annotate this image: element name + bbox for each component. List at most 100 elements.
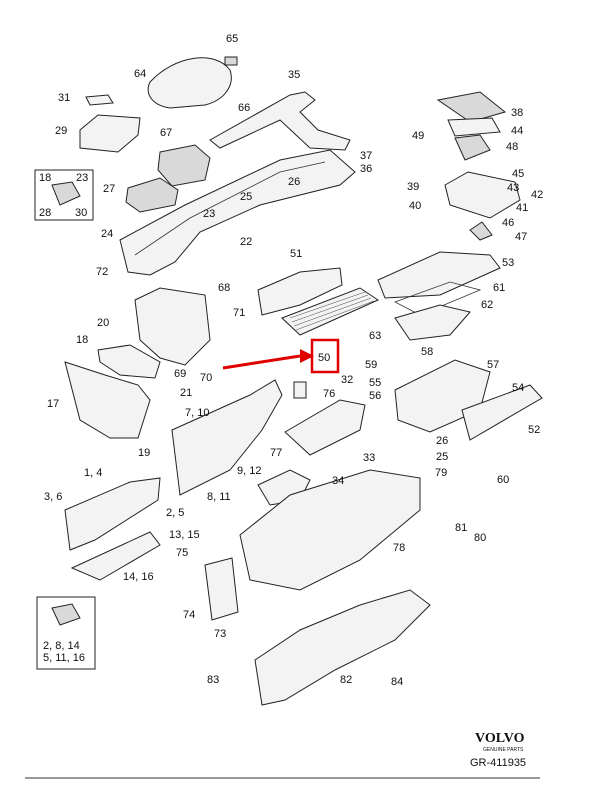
highlight-arrow xyxy=(222,354,301,370)
callout-45: 45 xyxy=(512,168,524,180)
callout-25b: 25 xyxy=(436,451,448,463)
bracket-39 xyxy=(444,171,521,219)
panel-31 xyxy=(85,94,114,106)
callout-25a: 25 xyxy=(240,191,252,203)
armrest-lid xyxy=(147,57,232,109)
callout-22: 22 xyxy=(240,236,252,248)
console-top-inner xyxy=(134,161,326,256)
callout-57: 57 xyxy=(487,359,499,371)
callout-18a: 18 xyxy=(39,172,51,184)
callout-75: 75 xyxy=(176,547,188,559)
callout-29: 29 xyxy=(55,125,67,137)
side-panel-17 xyxy=(64,361,151,439)
clip-icon-1 xyxy=(51,181,81,206)
callout-72: 72 xyxy=(96,266,108,278)
callout-48: 48 xyxy=(506,141,518,153)
callout-31: 31 xyxy=(58,92,70,104)
callout-23b: 23 xyxy=(203,208,215,220)
callout-14-16: 14, 16 xyxy=(123,571,154,583)
callout-26: 26 xyxy=(288,176,300,188)
callouts: 65 64 66 35 31 29 67 38 44 49 48 37 36 1… xyxy=(39,33,543,688)
callout-41: 41 xyxy=(516,202,528,214)
callout-77: 77 xyxy=(270,447,282,459)
callout-35: 35 xyxy=(288,69,300,81)
cover-44 xyxy=(447,117,501,137)
panel-67 xyxy=(157,144,211,187)
panel-51 xyxy=(257,267,343,316)
callout-3-6: 3, 6 xyxy=(44,491,62,503)
side-panel-14-16 xyxy=(70,531,161,581)
callout-21: 21 xyxy=(180,387,192,399)
callout-66: 66 xyxy=(238,102,250,114)
trim-52 xyxy=(461,384,543,441)
callout-61: 61 xyxy=(493,282,505,294)
callout-82: 82 xyxy=(340,674,352,686)
callout-7-10: 7, 10 xyxy=(185,407,209,419)
callout-2-8-14: 2, 8, 14 xyxy=(43,640,80,652)
callout-2-5: 2, 5 xyxy=(166,507,184,519)
seal-61 xyxy=(394,281,482,316)
tag-76 xyxy=(293,381,307,399)
callout-5-11-16: 5, 11, 16 xyxy=(43,652,85,664)
callout-1-4: 1, 4 xyxy=(84,467,102,479)
frame-82 xyxy=(254,589,431,706)
callout-46: 46 xyxy=(502,217,514,229)
callout-81: 81 xyxy=(455,522,467,534)
clip-65 xyxy=(224,56,238,66)
panel-32 xyxy=(284,399,366,456)
part-47 xyxy=(469,221,493,241)
callout-76: 76 xyxy=(323,388,335,400)
callout-42: 42 xyxy=(531,189,543,201)
panel-18 xyxy=(97,344,161,379)
callout-30: 30 xyxy=(75,207,87,219)
callout-52: 52 xyxy=(528,424,540,436)
highlight-arrow-head xyxy=(300,349,314,363)
brand-tagline: GENUINE PARTS xyxy=(483,747,524,753)
callout-36: 36 xyxy=(360,163,372,175)
roller-cover-ribs xyxy=(289,291,375,331)
callout-32: 32 xyxy=(341,374,353,386)
callout-53: 53 xyxy=(502,257,514,269)
callout-54: 54 xyxy=(512,382,524,394)
callout-74: 74 xyxy=(183,609,195,621)
liner-63 xyxy=(394,304,471,341)
console-base-78 xyxy=(239,469,421,591)
callout-49: 49 xyxy=(412,130,424,142)
callout-23a: 23 xyxy=(76,172,88,184)
callout-58: 58 xyxy=(421,346,433,358)
side-panel-7-10 xyxy=(171,379,283,496)
callout-70: 70 xyxy=(200,372,212,384)
callout-80: 80 xyxy=(474,532,486,544)
bracket-73 xyxy=(204,557,239,621)
callout-59: 59 xyxy=(365,359,377,371)
bracket-48 xyxy=(454,134,491,161)
callout-18b: 18 xyxy=(76,334,88,346)
callout-24: 24 xyxy=(101,228,113,240)
callout-40: 40 xyxy=(409,200,421,212)
callout-69: 69 xyxy=(174,368,186,380)
callout-60: 60 xyxy=(497,474,509,486)
brand-logo: VOLVO xyxy=(475,731,525,746)
callout-67: 67 xyxy=(160,127,172,139)
callout-9-12: 9, 12 xyxy=(237,465,261,477)
callout-13-15: 13, 15 xyxy=(169,529,200,541)
callout-20: 20 xyxy=(97,317,109,329)
frame-53 xyxy=(377,251,501,299)
callout-27: 27 xyxy=(103,183,115,195)
callout-19: 19 xyxy=(138,447,150,459)
insert-27 xyxy=(125,177,179,213)
callout-78: 78 xyxy=(393,542,405,554)
highlight-label: 50 xyxy=(318,352,330,364)
callout-73: 73 xyxy=(214,628,226,640)
callout-65: 65 xyxy=(226,33,238,45)
callout-39: 39 xyxy=(407,181,419,193)
bracket-68 xyxy=(134,287,211,366)
callout-63: 63 xyxy=(369,330,381,342)
callout-44: 44 xyxy=(511,125,523,137)
callout-26b: 26 xyxy=(436,435,448,447)
callout-83: 83 xyxy=(207,674,219,686)
callout-37: 37 xyxy=(360,150,372,162)
callout-62: 62 xyxy=(481,299,493,311)
callout-8-11: 8, 11 xyxy=(207,491,231,503)
